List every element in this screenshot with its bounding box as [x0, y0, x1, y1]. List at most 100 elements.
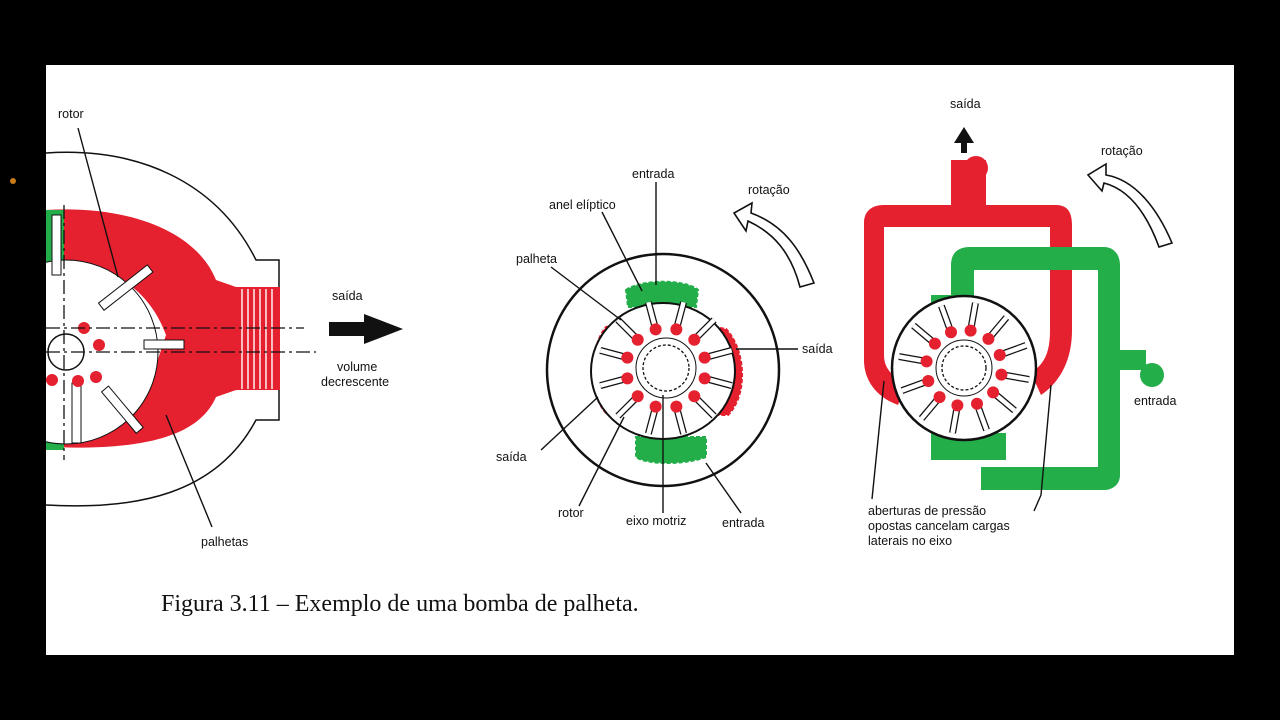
- vane-tip-dot: [688, 390, 701, 403]
- rotor-vanes: [51, 214, 185, 444]
- vane-tip-dot: [951, 399, 964, 412]
- label-decrescente: decrescente: [321, 375, 389, 389]
- vane-tip-dot: [631, 390, 644, 403]
- vane-fill: [1003, 372, 1030, 382]
- shaft-3: [941, 345, 987, 391]
- vane-fill: [975, 404, 989, 431]
- anel-leader: [601, 211, 643, 292]
- vane-fill: [646, 301, 658, 329]
- label-rotor: rotor: [58, 107, 84, 121]
- note-line-2: opostas cancelam cargas: [868, 519, 1010, 533]
- vane-fill: [694, 318, 716, 340]
- note-leader-right: [1033, 384, 1052, 512]
- vane-tip-dot: [920, 355, 933, 368]
- rotor-hub: [635, 337, 697, 399]
- label-entrada-top: entrada: [632, 167, 674, 181]
- inlet-port-top: [624, 280, 700, 308]
- label-entrada-3: entrada: [1134, 394, 1176, 408]
- vane-tip-dot: [995, 368, 1008, 381]
- vane-tip-dot: [631, 333, 644, 346]
- vane-tip-dot: [928, 337, 941, 350]
- label-palhetas: palhetas: [201, 535, 248, 549]
- label-entrada-bottom: entrada: [722, 516, 764, 530]
- note-leader-left: [871, 380, 885, 500]
- vane-fill: [646, 407, 658, 435]
- suction-circuit-green: [931, 247, 1146, 490]
- rotation-arrow-3: [1086, 162, 1174, 248]
- label-saida-3: saída: [950, 97, 981, 111]
- outlet-arrow: [329, 314, 403, 344]
- vane-fill: [674, 301, 686, 329]
- vane-fill: [993, 391, 1017, 413]
- label-palheta: palheta: [516, 252, 557, 266]
- vane-tip-dot: [964, 324, 977, 337]
- vane-pump-diagram: rotor saída volume decrescente palhetas: [46, 97, 1176, 549]
- centerlines: [46, 205, 316, 460]
- vane-fill: [705, 348, 733, 360]
- entrada-bottom-leader: [705, 462, 742, 514]
- palhetas-leader: [165, 414, 213, 528]
- vane-tip-dot: [987, 386, 1000, 399]
- vane-fill: [950, 407, 960, 434]
- label-eixo-motriz: eixo motriz: [626, 514, 686, 528]
- figure-3-balanced-pump: saída rotação entrada aberturas de press…: [864, 97, 1176, 548]
- vane-tip-dot: [982, 332, 995, 345]
- rotor-leader-2: [578, 416, 625, 507]
- palheta-leader: [550, 266, 622, 321]
- label-saida-right: saída: [802, 342, 833, 356]
- rotor-vanes: [599, 301, 733, 435]
- vane-fill: [674, 407, 686, 435]
- vane-fill: [1000, 343, 1027, 357]
- outlet-boss: [964, 156, 988, 180]
- vane-tip-dot: [945, 326, 958, 339]
- label-rotacao-3: rotação: [1101, 144, 1143, 158]
- vane-fill: [911, 323, 935, 345]
- vane-tip-dot: [649, 400, 662, 413]
- vane-tip-dot: [993, 349, 1006, 362]
- rotor-vanes-3: [898, 302, 1030, 434]
- vane-fill: [968, 302, 978, 329]
- vane-tip-dot: [698, 351, 711, 364]
- vane-fill: [599, 348, 627, 360]
- slide: rotor saída volume decrescente palhetas: [46, 65, 1234, 655]
- vane-fill: [599, 376, 627, 388]
- drive-shaft: [642, 344, 690, 392]
- vane-tip-dot: [621, 351, 634, 364]
- vane-tip-dot: [970, 397, 983, 410]
- note-line-1: aberturas de pressão: [868, 504, 986, 518]
- label-saida-left: saída: [496, 450, 527, 464]
- vane-tip-dot: [670, 400, 683, 413]
- vane-tip-dot: [698, 372, 711, 385]
- outlet-arrow-3: [954, 127, 974, 153]
- vane-tip-dot: [688, 333, 701, 346]
- vane-fill: [901, 379, 928, 393]
- label-volume: volume: [337, 360, 377, 374]
- vane-fill: [987, 315, 1009, 339]
- inlet-port-bottom: [635, 436, 707, 464]
- vane-tip-dot: [621, 372, 634, 385]
- note-line-3: laterais no eixo: [868, 534, 952, 548]
- vane-fill: [616, 318, 638, 340]
- figure-2-vane-pump: entrada anel elíptico rotação palheta sa…: [496, 167, 833, 530]
- vane-tip-dot: [922, 374, 935, 387]
- label-rotacao-2: rotação: [748, 183, 790, 197]
- vane-fill: [939, 305, 953, 332]
- vane-tip-dot: [933, 391, 946, 404]
- vane-fill: [616, 396, 638, 418]
- vane-tip-dot: [649, 323, 662, 336]
- vane-fill: [694, 396, 716, 418]
- outlet-neck-red: [176, 285, 238, 395]
- vane-fill: [705, 376, 733, 388]
- outlet-thread-lines: [241, 289, 273, 389]
- rotation-arrow-2: [732, 201, 816, 288]
- vane-fill: [898, 354, 925, 364]
- label-saida-1: saída: [332, 289, 363, 303]
- label-rotor-2: rotor: [558, 506, 584, 520]
- vane-tip-dot: [670, 323, 683, 336]
- figure-1-cutaway-pump: rotor saída volume decrescente palhetas: [46, 107, 403, 549]
- figure-caption: Figura 3.11 – Exemplo de uma bomba de pa…: [161, 591, 639, 617]
- inlet-boss: [1140, 363, 1164, 387]
- slide-marker-dot: [10, 178, 16, 184]
- label-anel-eliptico: anel elíptico: [549, 198, 616, 212]
- saida-left-leader: [540, 396, 599, 451]
